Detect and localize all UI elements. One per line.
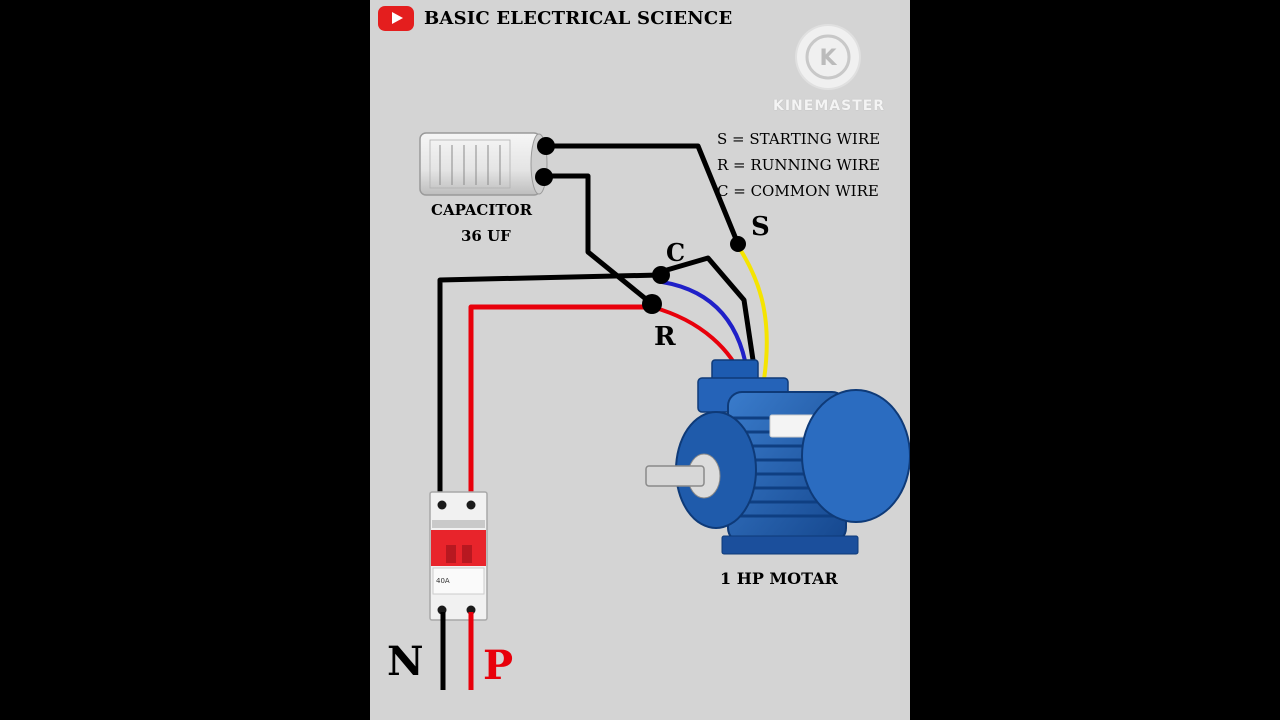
- kinemaster-k-icon: K: [797, 26, 859, 88]
- capacitor-label: CAPACITOR: [431, 201, 533, 219]
- kinemaster-watermark: K KINEMASTER: [773, 26, 886, 114]
- channel-header: BASIC ELECTRICAL SCIENCE: [378, 4, 732, 32]
- legend-starting: S = STARTING WIRE: [717, 130, 881, 148]
- circuit-breaker: [429, 491, 488, 621]
- legend-running: R = RUNNING WIRE: [717, 156, 880, 174]
- youtube-play-icon[interactable]: [378, 5, 414, 31]
- terminal-label-c: C: [666, 238, 686, 267]
- neutral-label: N: [387, 638, 424, 685]
- motor: [645, 359, 910, 555]
- capacitor-terminal-top: [537, 137, 555, 155]
- wire-legend: S = STARTING WIRE R = RUNNING WIRE C = C…: [717, 126, 880, 204]
- terminal-label-s: S: [751, 212, 770, 242]
- r-junction: [642, 294, 662, 314]
- c-junction: [652, 266, 670, 284]
- wiring-diagram: 40A: [419, 132, 910, 690]
- capacitor-to-r-wire: [543, 173, 655, 307]
- capacitor: [419, 132, 548, 196]
- motor-label: 1 HP MOTAR: [720, 569, 838, 588]
- svg-text:K: K: [819, 46, 837, 71]
- black-wires: [437, 143, 759, 508]
- junction-dots: [535, 137, 746, 314]
- breaker-rating: 40A: [436, 577, 450, 585]
- phase-supply-wire: [468, 304, 652, 505]
- legend-common: C = COMMON WIRE: [717, 182, 879, 200]
- capacitor-terminal-bottom: [535, 168, 553, 186]
- diagram-panel: BASIC ELECTRICAL SCIENCE K KINEMASTER S …: [370, 0, 910, 720]
- starting-wire-black: [543, 143, 741, 247]
- neutral-supply-wire: [437, 272, 663, 508]
- s-junction: [730, 236, 746, 252]
- yellow-motor-lead: [736, 244, 769, 393]
- terminal-label-r: R: [654, 322, 676, 352]
- kinemaster-text: KINEMASTER: [773, 98, 886, 114]
- channel-title: BASIC ELECTRICAL SCIENCE: [424, 7, 733, 29]
- phase-label: P: [483, 642, 514, 689]
- capacitor-value: 36 UF: [461, 227, 511, 245]
- common-motor-wire: [657, 255, 759, 383]
